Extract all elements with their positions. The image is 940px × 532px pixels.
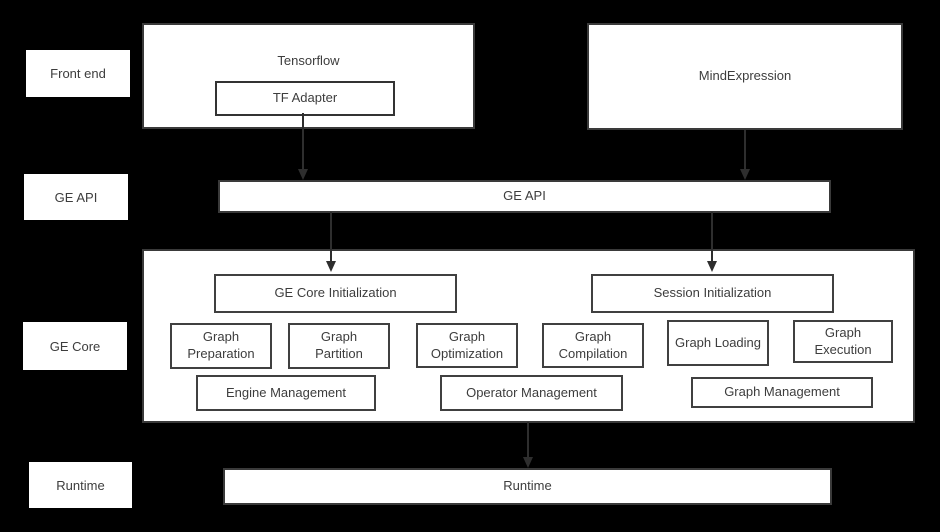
tf-adapter-label: TF Adapter [272,90,338,106]
graph-compilation-box: Graph Compilation [542,323,644,368]
ge-core-initialization-box: GE Core Initialization [214,274,457,313]
row-label-runtime-text: Runtime [56,477,105,493]
arrow-ge-core-to-runtime-icon [523,422,533,468]
session-initialization-box: Session Initialization [591,274,834,313]
row-label-ge-core: GE Core [23,322,127,370]
runtime-bar: Runtime [223,468,832,505]
graph-execution-label: Graph Execution [814,324,872,357]
engine-management-box: Engine Management [196,375,376,411]
mindexpression-box: MindExpression [587,23,903,130]
graph-compilation-label: Graph Compilation [558,328,628,361]
graph-partition-box: Graph Partition [288,323,390,369]
graph-management-box: Graph Management [691,377,873,408]
tf-adapter-box: TF Adapter [215,81,395,116]
ge-core-container: GE Core Initialization Session Initializ… [142,249,915,423]
runtime-bar-label: Runtime [503,478,552,494]
ge-core-initialization-label: GE Core Initialization [274,285,397,301]
graph-optimization-label: Graph Optimization [430,328,504,361]
ge-api-bar: GE API [218,180,831,213]
operator-management-label: Operator Management [466,384,597,400]
row-label-ge-api-text: GE API [54,189,98,205]
graph-loading-label: Graph Loading [675,334,762,350]
row-label-front-end: Front end [26,50,130,97]
arrow-tf-adapter-to-ge-api-icon [298,113,308,180]
ge-api-bar-label: GE API [503,188,546,204]
graph-optimization-box: Graph Optimization [416,323,518,368]
tensorflow-label: Tensorflow [277,53,340,68]
graph-partition-label: Graph Partition [315,329,363,361]
graph-preparation-box: Graph Preparation [170,323,272,369]
graph-preparation-label: Graph Preparation [187,329,255,361]
graph-management-label: Graph Management [724,384,840,400]
tensorflow-box: Tensorflow TF Adapter [142,23,475,129]
graph-execution-box: Graph Execution [793,320,893,363]
session-initialization-label: Session Initialization [653,285,772,301]
arrow-mindexpression-to-ge-api-icon [740,130,750,180]
graph-loading-box: Graph Loading [667,320,769,366]
row-label-runtime: Runtime [29,462,132,508]
arrow-ge-api-to-ge-core-initialization-icon [326,212,336,272]
mindexpression-label: MindExpression [698,68,792,84]
row-label-ge-api: GE API [24,174,128,220]
operator-management-box: Operator Management [440,375,623,411]
engine-management-label: Engine Management [226,384,346,400]
row-label-ge-core-text: GE Core [49,338,101,354]
arrow-ge-api-to-session-initialization-icon [707,212,717,272]
row-label-front-end-text: Front end [50,66,106,81]
